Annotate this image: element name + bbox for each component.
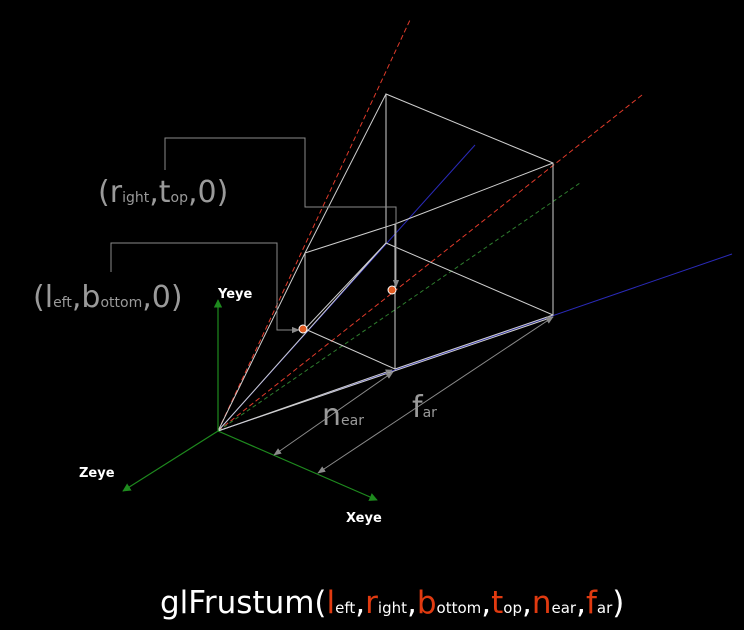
caption: glFrustum(left,right,bottom,top,near,far… — [160, 585, 624, 621]
edge-3 — [394, 314, 554, 370]
left-bottom-point — [298, 324, 308, 334]
z-axis — [122, 430, 219, 492]
apex-line-2 — [217, 242, 387, 432]
y-axis-label: Yeye — [217, 287, 253, 302]
caption-func: glFrustum — [160, 585, 314, 621]
left-bottom-label: (left,bottom,0) — [33, 280, 183, 315]
x-axis — [217, 430, 378, 501]
apex-line-4 — [217, 316, 554, 432]
near-label: near — [322, 398, 364, 433]
left-bottom-pointer — [110, 242, 300, 334]
edge-1 — [304, 93, 387, 254]
ray-center — [217, 182, 581, 432]
ray-red-upper — [217, 19, 411, 432]
right-top-point — [387, 285, 397, 295]
far-label: far — [412, 390, 437, 425]
edge-4 — [304, 242, 387, 330]
far-dimension-line — [317, 316, 554, 474]
ray-red-right — [217, 94, 643, 432]
right-top-pointer — [164, 137, 400, 288]
z-axis-label: Zeye — [79, 466, 115, 481]
near-plane — [304, 223, 396, 370]
edge-2 — [394, 162, 554, 225]
right-top-label: (right,top,0) — [98, 175, 228, 210]
far-plane — [385, 93, 554, 316]
x-axis-label: Xeye — [346, 511, 382, 526]
apex-line-1 — [217, 252, 306, 432]
